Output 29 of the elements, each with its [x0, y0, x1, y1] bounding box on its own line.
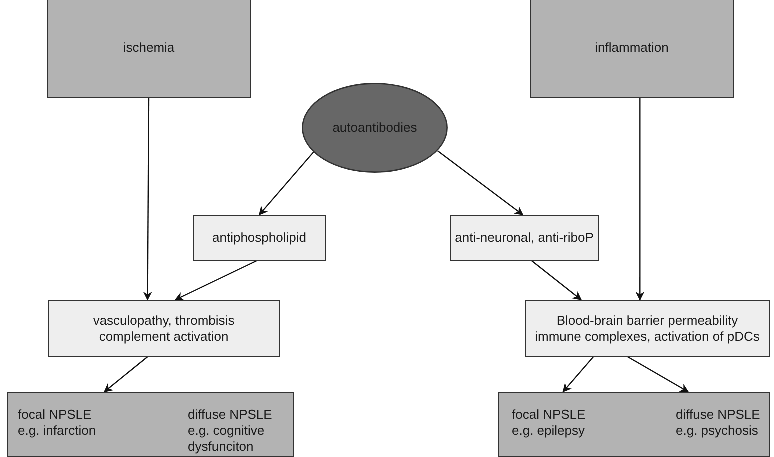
outcome-text: diffuse NPSLE e.g. cognitive dysfunciton [188, 407, 274, 455]
node-label: inflammation [594, 40, 670, 56]
node-label: vasculopathy, thrombisis complement activation [92, 312, 236, 344]
outcome-text: focal NPSLE e.g. epilepsy [512, 407, 587, 439]
node-label: antiphospholipid [212, 230, 308, 246]
node-label: anti-neuronal, anti-riboP [454, 230, 595, 246]
cause-box [530, 0, 734, 98]
outcome-text: diffuse NPSLE e.g. psychosis [676, 407, 762, 439]
arrow [437, 150, 524, 216]
node-label: ischemia [122, 40, 176, 56]
ellipse-node [302, 83, 448, 173]
node-label: Blood-brain barrier permeability immune complexes, activation of pDCs [534, 312, 761, 344]
process-box [193, 215, 326, 261]
outcome-box [498, 392, 770, 457]
arrow [628, 356, 690, 393]
arrow [104, 356, 148, 393]
arrow [258, 152, 314, 216]
outcome-text: focal NPSLE e.g. infarction [18, 407, 98, 439]
arrow [532, 260, 582, 301]
process-box [48, 300, 280, 357]
arrow [562, 356, 594, 393]
cause-box [47, 0, 251, 98]
arrow [174, 260, 258, 301]
arrow [636, 98, 645, 301]
arrow [143, 98, 152, 301]
node-label: autoantibodies [332, 120, 418, 136]
process-box [450, 215, 599, 261]
process-box [525, 300, 770, 357]
outcome-box [7, 392, 294, 457]
